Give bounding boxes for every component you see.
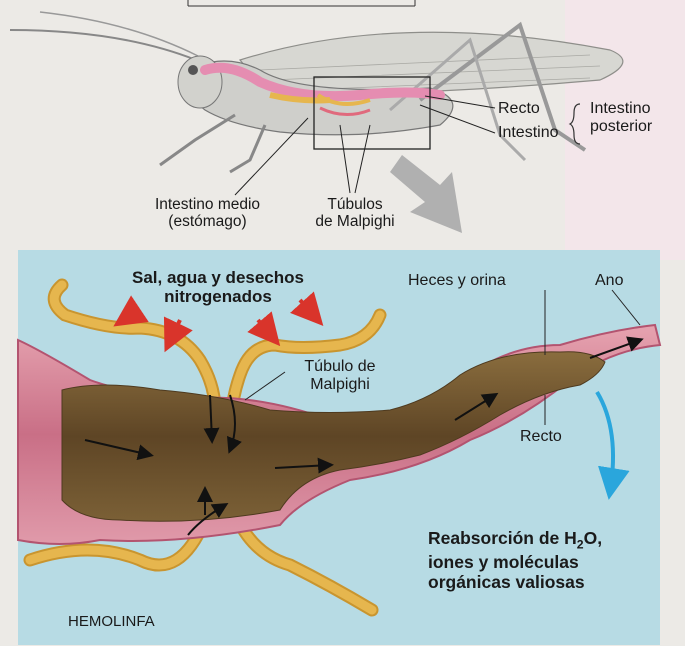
- label-anus: Ano: [595, 272, 624, 289]
- gut-top: [200, 62, 445, 102]
- label-rectum-bottom: Recto: [520, 428, 562, 445]
- secretion-arrows: [113, 291, 324, 353]
- label-reabsorption-line3: orgánicas valiosas: [428, 571, 585, 592]
- label-salts: Sal, agua y desechos nitrogenados: [108, 268, 328, 306]
- label-tubule-line1: Túbulo de: [304, 358, 376, 375]
- label-tubule-line2: Malpighi: [310, 375, 370, 393]
- label-tubules: Túbulos de Malpighi: [300, 196, 410, 231]
- label-salts-line1: Sal, agua y desechos: [132, 268, 304, 287]
- label-hindgut-line1: Intestino: [590, 100, 651, 117]
- label-tubule: Túbulo de Malpighi: [290, 358, 390, 394]
- page-edge-tint: [565, 0, 685, 260]
- label-hemolymph: HEMOLINFA: [68, 613, 155, 630]
- label-reabsorption-line1: Reabsorción de H2O,: [428, 528, 603, 552]
- inset-box: [313, 76, 431, 150]
- hind-leg: [418, 21, 587, 152]
- label-feces: Heces y orina: [408, 272, 506, 289]
- label-tubules-line2: de Malpighi: [315, 213, 395, 231]
- grasshopper-illustration: [9, 0, 624, 196]
- label-midgut-line2: (estómago): [168, 213, 247, 231]
- reabsorption-arrow: [595, 390, 630, 500]
- top-bracket: [187, 0, 416, 7]
- label-reabsorption-line2: iones y moléculas: [428, 551, 579, 572]
- flow-arrows: [84, 336, 644, 536]
- hindgut-brace: [568, 103, 581, 145]
- label-intestine-top: Intestino: [498, 124, 559, 141]
- label-rectum-top: Recto: [498, 100, 540, 117]
- label-reabsorption: Reabsorción de H2O, iones y moléculas or…: [428, 528, 602, 592]
- waste-mass: [61, 351, 606, 522]
- label-salts-line2: nitrogenados: [164, 287, 272, 307]
- label-tubules-line1: Túbulos: [327, 196, 383, 213]
- malpighian-tubules: [23, 278, 387, 617]
- eye: [188, 65, 198, 75]
- label-hindgut: Intestino posterior: [590, 100, 652, 136]
- label-hindgut-line2: posterior: [590, 117, 653, 135]
- label-midgut: Intestino medio (estómago): [130, 196, 285, 231]
- antenna-1: [9, 29, 197, 61]
- zoom-arrow: [390, 155, 462, 233]
- antenna-2: [39, 11, 199, 57]
- label-midgut-line1: Intestino medio: [154, 196, 261, 213]
